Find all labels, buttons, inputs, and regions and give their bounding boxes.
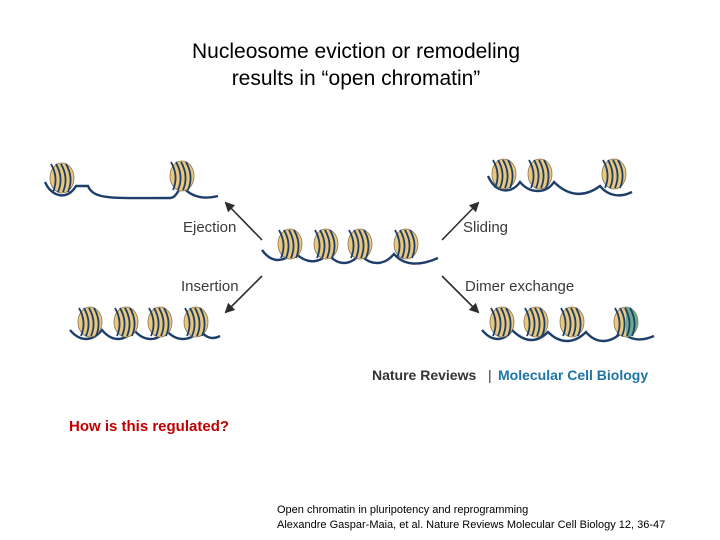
citation-authors: Alexandre Gaspar-Maia, et al. Nature Rev… [277,519,666,531]
dna-strand-top-right [486,175,633,197]
nucleosome [169,160,195,192]
question-text: How is this regulated? [69,418,230,435]
insertion-arrow [224,275,263,314]
nucleosome [393,228,419,260]
nucleosome [77,306,103,338]
nucleosome [489,306,515,338]
nucleosome [523,306,549,338]
nucleosome-exchanged [613,306,639,338]
nucleosome [183,306,209,338]
citation-title: Open chromatin in pluripotency and repro… [277,504,529,516]
nucleosome [313,228,339,260]
sliding-arrow [441,201,480,241]
dimer-exchange-arrow [441,275,480,314]
nucleosome [347,228,373,260]
source-section: Molecular Cell Biology [498,367,648,383]
nucleosome [559,306,585,338]
label-dimer-exchange: Dimer exchange [465,278,574,295]
label-insertion: Insertion [181,278,239,295]
title-line-2: results in “open chromatin” [231,67,481,90]
title-line-1: Nucleosome eviction or remodeling [192,40,520,63]
citation: Open chromatin in pluripotency and repro… [277,503,665,533]
label-ejection: Ejection [183,219,236,236]
label-sliding: Sliding [463,219,508,236]
source-journal: Nature Reviews [372,367,476,383]
nucleosome [49,162,75,194]
nucleosome [601,158,627,190]
source-separator: | [488,367,492,383]
nucleosome [491,158,517,190]
ejection-arrow [224,201,263,241]
dna-strand-top-left [43,181,219,200]
nucleosome [527,158,553,190]
nucleosome [147,306,173,338]
slide-title: Nucleosome eviction or remodeling result… [0,38,712,92]
nucleosome [277,228,303,260]
nucleosome [113,306,139,338]
